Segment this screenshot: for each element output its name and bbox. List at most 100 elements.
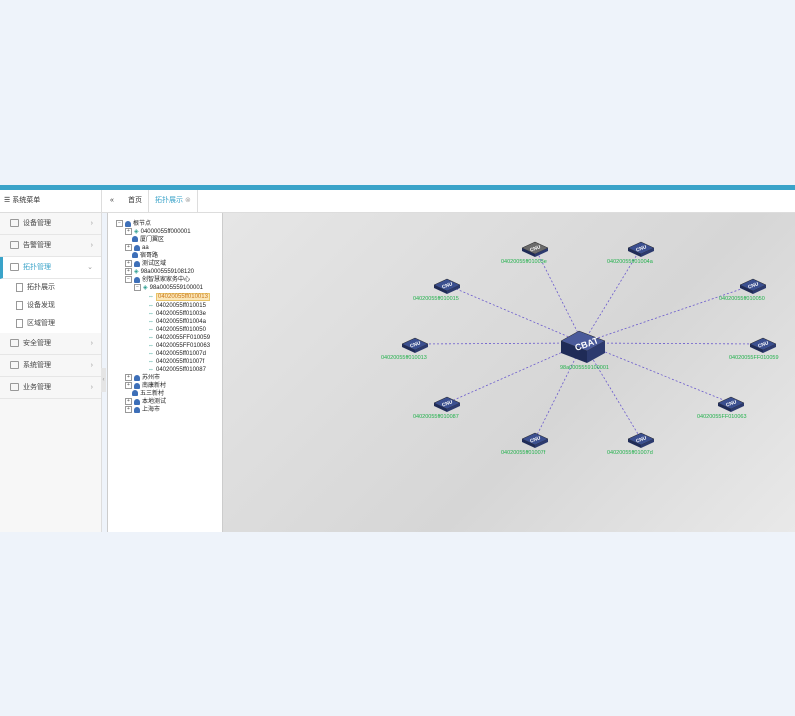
tree-node[interactable]: +◈04000055ff000001: [125, 228, 191, 237]
cnu-device-icon[interactable]: CNU: [739, 278, 767, 294]
sidebar-item-business[interactable]: 业务管理 ›: [0, 377, 101, 399]
tree-node[interactable]: ⇔04020055ff01003e: [148, 311, 206, 317]
tab-home[interactable]: 首页: [128, 197, 142, 204]
collapse-icon[interactable]: −: [134, 284, 141, 291]
tree-node[interactable]: +上海市: [125, 406, 160, 415]
tree-node[interactable]: +苏州市: [125, 374, 160, 383]
cnu-device-icon[interactable]: CNU: [521, 241, 549, 257]
cnu-device-icon[interactable]: CNU: [627, 241, 655, 257]
tree-node[interactable]: ⇔04020055ff010087: [148, 367, 206, 373]
sidebar-subitem-topology-view[interactable]: 拓扑展示: [0, 279, 101, 297]
terminal-icon: ⇔: [148, 311, 154, 317]
cnu-device-icon[interactable]: CNU: [433, 278, 461, 294]
device-label[interactable]: 04020055ff010015: [413, 296, 459, 302]
tree-node[interactable]: ⇔04020055FF010059: [148, 335, 211, 341]
user-group-icon: [134, 276, 140, 283]
close-icon[interactable]: ⊗: [184, 197, 191, 204]
expand-icon[interactable]: +: [125, 382, 132, 389]
expand-icon[interactable]: +: [125, 398, 132, 405]
tree-node[interactable]: ⇔04020055ff01004a: [148, 319, 206, 325]
cnu-device-icon[interactable]: CNU: [717, 396, 745, 412]
folder-icon: [10, 219, 19, 228]
topology-link: [534, 342, 584, 440]
topology-graph: CNU CNU CNU CNU CNU CNU CNU CNU CNU CNU CBAT: [401, 241, 777, 448]
device-label[interactable]: 04020055ff010050: [719, 296, 765, 302]
topology-link: [446, 284, 584, 344]
expand-icon[interactable]: +: [125, 268, 132, 275]
tree-node[interactable]: +测试区域: [125, 260, 166, 269]
tree-node[interactable]: ⇔04020055ff010050: [148, 327, 206, 333]
sidebar-subitem-area[interactable]: 区域管理: [0, 315, 101, 333]
tree-node[interactable]: −根节点: [116, 220, 151, 229]
device-badge: CNU: [725, 399, 738, 408]
sidebar-item-topology[interactable]: 拓扑管理 ⌄: [0, 257, 101, 279]
device-label[interactable]: 04020055ff01003e: [501, 259, 547, 265]
expand-icon[interactable]: +: [125, 260, 132, 267]
tree-node[interactable]: ⇔04020055ff01007d: [148, 351, 206, 357]
device-label[interactable]: 04020055ff010087: [413, 414, 459, 420]
cnu-device-icon[interactable]: CNU: [521, 432, 549, 448]
chevron-down-icon: ⌄: [87, 264, 93, 271]
sidebar-item-label: 拓扑管理: [23, 264, 51, 271]
device-label[interactable]: 04020055FF010063: [697, 414, 747, 420]
sidebar-item-alarm[interactable]: 告警管理 ›: [0, 235, 101, 257]
sidebar-subitem-device-discovery[interactable]: 设备发现: [0, 297, 101, 315]
cnu-device-icon[interactable]: CNU: [749, 337, 777, 353]
expand-icon[interactable]: +: [125, 228, 132, 235]
cbat-device-icon[interactable]: CBAT: [560, 330, 606, 363]
user-group-icon: [134, 374, 140, 381]
expand-icon[interactable]: +: [125, 406, 132, 413]
expand-icon[interactable]: +: [125, 244, 132, 251]
expand-icon[interactable]: +: [125, 374, 132, 381]
sidebar-subitem-label: 拓扑展示: [27, 284, 55, 291]
tree-node[interactable]: −◈98a0005559100001: [134, 284, 203, 293]
cnu-device-icon[interactable]: CNU: [627, 432, 655, 448]
device-label[interactable]: 04020055ff01004a: [607, 259, 653, 265]
collapse-icon[interactable]: −: [125, 276, 132, 283]
device-label[interactable]: 04020055ff010013: [381, 355, 427, 361]
cnu-device-icon[interactable]: CNU: [401, 337, 429, 353]
tree-node[interactable]: 五三新村: [132, 390, 164, 399]
chevron-right-icon: ›: [90, 242, 93, 249]
cbat-label[interactable]: 98a0005559100001: [560, 365, 609, 371]
tree-node[interactable]: +南康新村: [125, 382, 166, 391]
device-label[interactable]: 04020055ff01007d: [607, 450, 653, 456]
user-group-icon: [132, 390, 138, 397]
terminal-icon: ⇔: [148, 327, 154, 333]
tree-node[interactable]: ⇔04020055ff01007f: [148, 359, 205, 365]
tree-node-selected[interactable]: ⇔04020055ff010013: [148, 293, 210, 301]
sidebar-item-device[interactable]: 设备管理 ›: [0, 213, 101, 235]
tree-node[interactable]: ⇔04020055ff010015: [148, 303, 206, 309]
tree-node[interactable]: 宿哥路: [132, 252, 158, 261]
topology-link: [582, 342, 764, 345]
device-badge: CNU: [529, 244, 542, 253]
topology-canvas[interactable]: CNU CNU CNU CNU CNU CNU CNU CNU CNU CNU CBAT 0402…: [223, 213, 795, 532]
user-group-icon: [134, 382, 140, 389]
device-label[interactable]: 04020055ff01007f: [501, 450, 546, 456]
tree-node[interactable]: +aa: [125, 244, 149, 253]
tree-node[interactable]: ⇔04020055FF010063: [148, 343, 211, 349]
tab-label: 拓扑展示: [155, 197, 183, 204]
sidebar-item-security[interactable]: 安全管理 ›: [0, 333, 101, 355]
sidebar-item-system[interactable]: 系统管理 ›: [0, 355, 101, 377]
terminal-icon: ⇔: [148, 319, 154, 325]
sidebar-collapse-handle[interactable]: ‹: [101, 368, 106, 392]
tab-topology-view[interactable]: 拓扑展示 ⊗: [148, 190, 198, 212]
terminal-icon: ⇔: [148, 367, 154, 373]
tree-node[interactable]: 厦门翼区: [132, 236, 164, 245]
device-badge: CNU: [529, 435, 542, 444]
tree-node[interactable]: −创智慧家家务中心: [125, 276, 190, 285]
collapse-icon[interactable]: −: [116, 220, 123, 227]
sidebar: ☰ 系统菜单 设备管理 › 告警管理 › 拓扑管理 ⌄ 拓扑展示 设备发现 区域…: [0, 190, 102, 532]
cnu-device-icon[interactable]: CNU: [433, 396, 461, 412]
user-group-icon: [134, 398, 140, 405]
tabs-collapse-button[interactable]: «: [110, 197, 114, 204]
tree-node[interactable]: +◈98a0005559108120: [125, 268, 194, 277]
device-label[interactable]: 04020055FF010059: [729, 355, 779, 361]
device-badge: CNU: [747, 281, 760, 290]
terminal-icon: ⇔: [148, 294, 154, 300]
tree-node[interactable]: +本地测试: [125, 398, 166, 407]
menu-icon: ☰: [4, 197, 11, 204]
user-group-icon: [134, 244, 140, 251]
folder-icon: [10, 383, 19, 392]
